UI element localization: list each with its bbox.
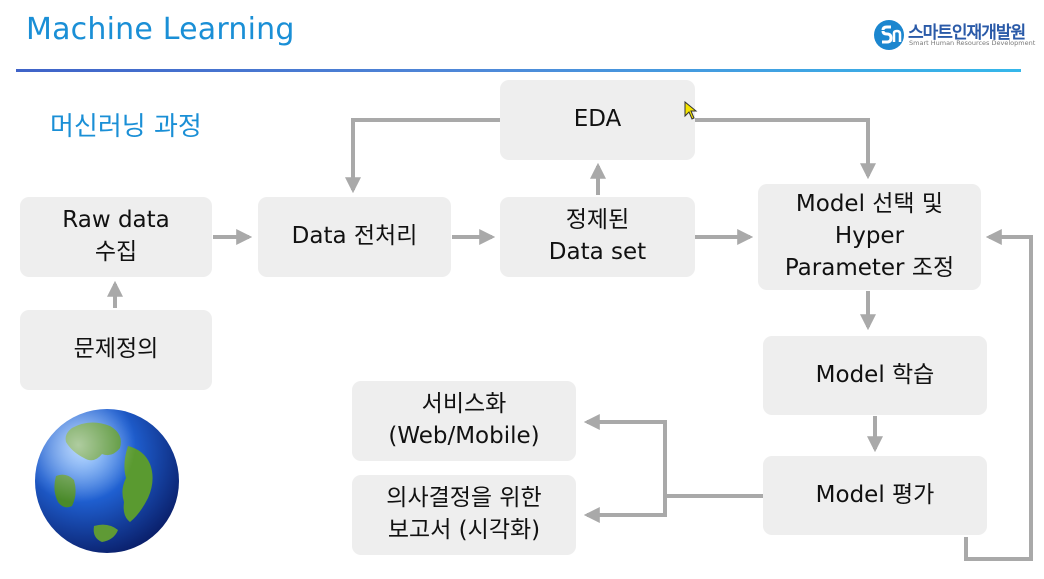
node-model-evaluate-label: Model 평가 [815,481,935,508]
mouse-cursor-icon [684,101,698,120]
node-model-select-label: Model 선택 및 Hyper Parameter 조정 [784,191,955,281]
node-model-evaluate: Model 평가 [763,456,987,535]
node-model-train: Model 학습 [763,336,987,415]
node-preprocess: Data 전처리 [258,197,451,277]
node-raw-data: Raw data 수집 [20,197,212,277]
node-report-label: 의사결정을 위한 보고서 (시각화) [386,485,542,543]
node-model-select: Model 선택 및 Hyper Parameter 조정 [758,184,981,290]
node-service: 서비스화 (Web/Mobile) [352,381,576,461]
arrow-evaluate-feedback [964,229,1033,561]
logo-name: 스마트인재개발원 [908,23,1026,43]
arrow-evaluate-to-service [583,414,763,498]
node-model-train-label: Model 학습 [815,361,935,388]
node-service-label: 서비스화 (Web/Mobile) [388,391,540,449]
globe-icon [35,409,179,553]
arrow-eda-to-model-select [695,118,876,180]
node-report: 의사결정을 위한 보고서 (시각화) [352,475,576,555]
node-clean-dataset: 정제된 Data set [500,197,695,277]
logo: 스마트인재개발원 Smart Human Resources Developme… [874,18,1035,52]
logo-mark-icon [874,20,904,50]
logo-subtitle: Smart Human Resources Development [909,39,1036,47]
node-preprocess-label: Data 전처리 [291,223,418,250]
arrow-evaluate-to-report [583,496,667,523]
slide-title: Machine Learning [26,12,295,47]
arrow-eda-to-preprocess [345,118,500,194]
node-raw-data-label: Raw data 수집 [62,207,170,265]
node-problem-definition-label: 문제정의 [73,336,159,363]
title-divider [16,69,1021,72]
node-eda-label: EDA [573,106,622,133]
node-eda: EDA [500,80,695,160]
node-problem-definition: 문제정의 [20,310,212,390]
section-subtitle: 머신러닝 과정 [50,112,202,142]
node-clean-dataset-label: 정제된 Data set [548,207,647,265]
